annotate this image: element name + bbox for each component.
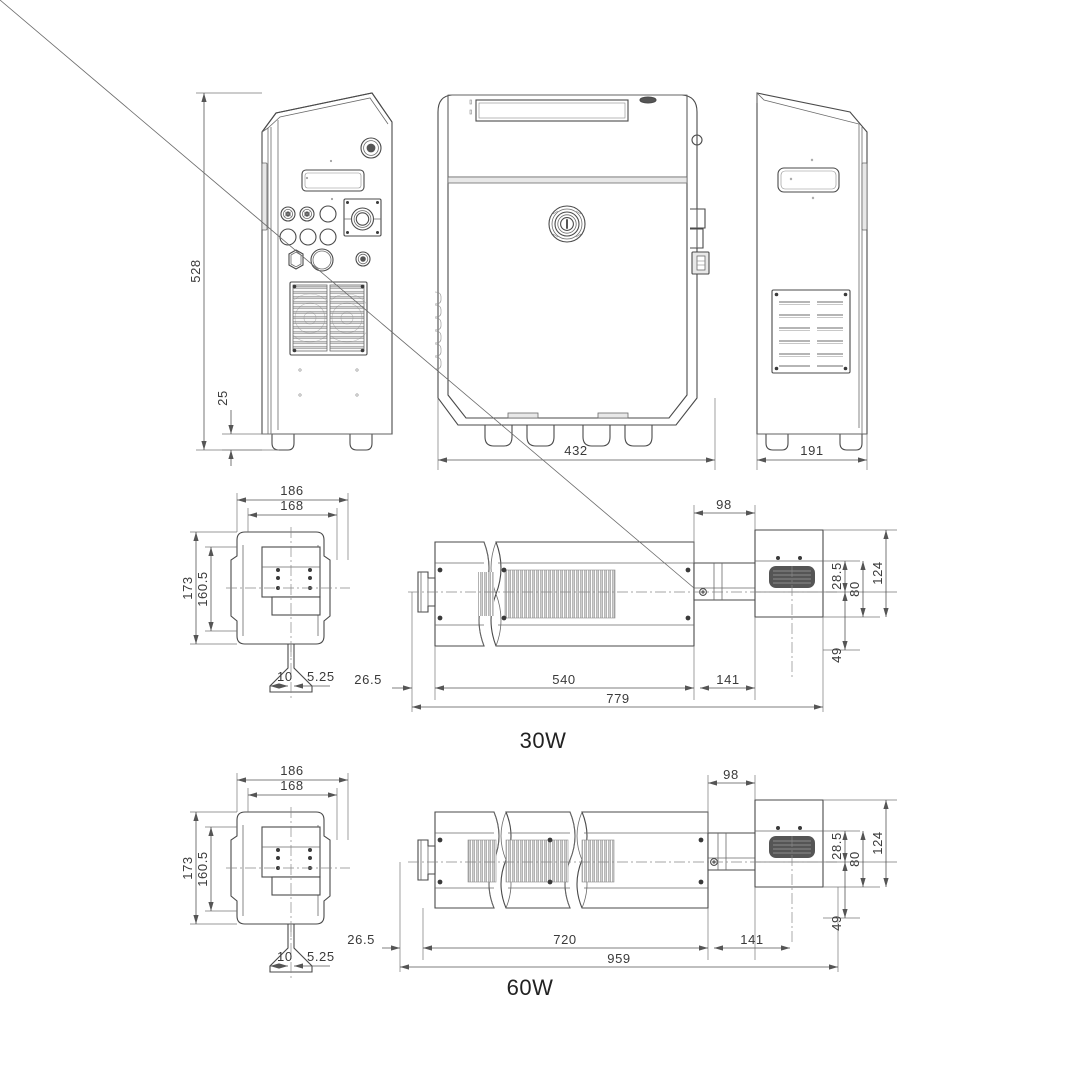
dim-label-285-b: 28.5: [829, 832, 844, 860]
dimension-stack-vertical-60w: 28.5 80 124 49: [823, 799, 897, 931]
dim-label-528: 528: [188, 259, 203, 283]
model-label-60w: 60W: [507, 975, 554, 1000]
dim-label-173-b: 173: [180, 856, 195, 880]
dim-label-1605-a: 160.5: [195, 571, 210, 607]
dim-label-168-a: 168: [280, 498, 304, 513]
dimension-1605-a: 160.5: [195, 546, 237, 632]
side-vent-ribs: [434, 291, 442, 370]
dim-label-173-a: 173: [180, 576, 195, 600]
dimension-10-525-b: 10 5.25: [270, 949, 335, 969]
dimension-168-a: 168: [247, 498, 338, 560]
dim-label-720-b: 720: [553, 932, 577, 947]
dimension-98-b: 98: [707, 767, 756, 833]
dim-label-191: 191: [800, 443, 824, 458]
dim-label-98-a: 98: [716, 497, 732, 512]
dim-label-186-a: 186: [280, 483, 304, 498]
dim-label-525-a: 5.25: [307, 669, 335, 684]
dim-label-432: 432: [564, 443, 588, 458]
dimension-depth-191: 191: [756, 434, 868, 470]
dim-label-540-a: 540: [552, 672, 576, 687]
dimension-chain-60w: 26.5 720 141 959: [347, 862, 839, 972]
dimension-chain-30w: 26.5 540 141 779: [354, 592, 824, 712]
dim-label-265-a: 26.5: [354, 672, 382, 687]
dimension-width-432: 432: [437, 398, 716, 470]
dim-label-168-b: 168: [280, 778, 304, 793]
control-buttons-upper: [280, 205, 337, 223]
dim-label-779-a: 779: [606, 691, 630, 706]
dim-label-10-b: 10: [277, 949, 293, 964]
dim-label-10-a: 10: [277, 669, 293, 684]
dim-label-124-b: 124: [870, 831, 885, 855]
dim-label-141-a: 141: [716, 672, 740, 687]
rear-connectors: [690, 134, 710, 275]
dim-label-80-a: 80: [847, 581, 862, 597]
model-label-30w: 30W: [520, 728, 567, 753]
dimension-stack-vertical-30w: 28.5 80 124 49: [823, 529, 897, 663]
dimension-186-b: 186: [236, 763, 349, 840]
view-cabinet-right-side: 191: [756, 92, 868, 470]
dim-label-49-a: 49: [829, 647, 844, 663]
view-head-60w-side: 28.5 80 124 49 98 26.5 720: [347, 767, 897, 1000]
dim-label-265-b: 26.5: [347, 932, 375, 947]
dim-label-285-a: 28.5: [829, 562, 844, 590]
dimension-98-a: 98: [693, 497, 756, 563]
dim-label-49-b: 49: [829, 915, 844, 931]
view-cabinet-front: 432: [434, 94, 716, 470]
dim-label-141-b: 141: [740, 932, 764, 947]
control-buttons-lower: [279, 228, 337, 246]
dimension-173-a: 173: [180, 531, 237, 645]
view-cabinet-left-side: 528 25: [188, 92, 393, 466]
fan-grille-assembly: [289, 281, 368, 356]
dim-label-186-b: 186: [280, 763, 304, 778]
view-head-60w-end: 186 168 173 160.5 10 5.25: [180, 763, 350, 980]
dim-label-124-a: 124: [870, 561, 885, 585]
dimension-168-b: 168: [247, 778, 338, 840]
dim-label-959-b: 959: [607, 951, 631, 966]
dim-label-1605-b: 160.5: [195, 851, 210, 887]
dimension-1605-b: 160.5: [195, 826, 237, 912]
dim-label-80-b: 80: [847, 851, 862, 867]
dimension-173-b: 173: [180, 811, 237, 925]
dimension-10-525-a: 10 5.25: [270, 669, 335, 689]
dimension-foot-25: 25: [215, 390, 279, 466]
dim-label-525-b: 5.25: [307, 949, 335, 964]
dim-label-25: 25: [215, 390, 230, 406]
key-lock: [548, 205, 586, 243]
dimension-186-a: 186: [236, 483, 349, 560]
louver-vent-panel: [771, 289, 851, 374]
view-head-30w-end: 186 168 173 160.5 10 5.25: [180, 483, 350, 700]
dim-label-98-b: 98: [723, 767, 739, 782]
view-head-30w-side: 28.5 80 124 49 98 26.5: [0, 0, 897, 753]
